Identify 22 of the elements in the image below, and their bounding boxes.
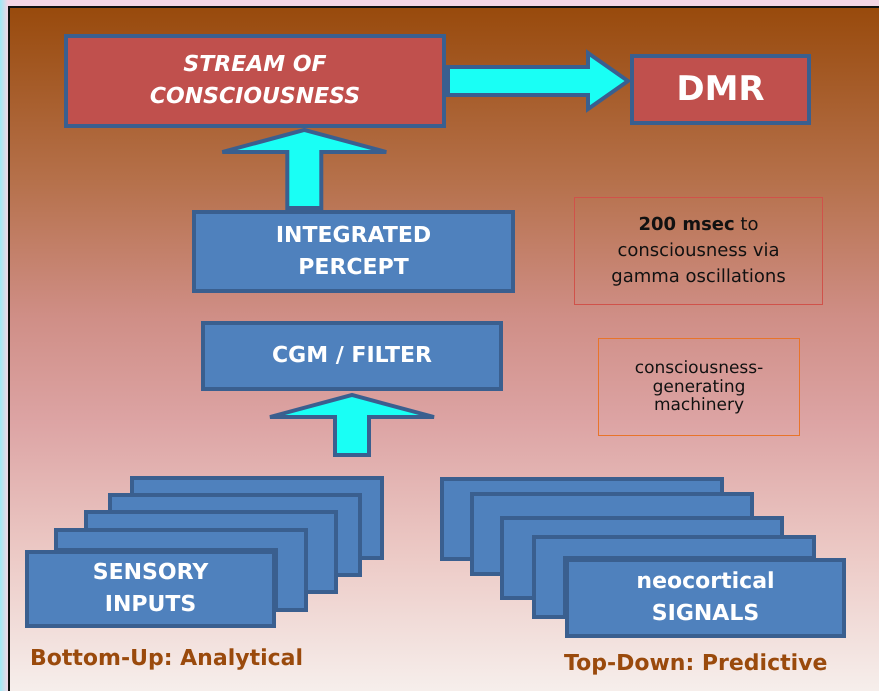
process-box: [201, 321, 503, 391]
process-box: [630, 54, 811, 125]
process-box: [565, 558, 846, 638]
caption-label: Bottom-Up: Analytical: [30, 646, 304, 671]
box-text: CGM / FILTER: [272, 342, 432, 370]
box-text: DMR: [676, 68, 765, 111]
box-text: 200 msec to consciousness via gamma oscillations: [610, 212, 787, 290]
stacked-box: [56, 530, 306, 610]
box-text: consciousness-generating machinery: [634, 358, 764, 416]
box-text: INTEGRATED PERCEPT: [274, 222, 432, 282]
box-text: SENSORY INPUTS: [92, 559, 210, 619]
process-box: [64, 34, 446, 128]
process-box: [25, 550, 276, 628]
box-text: neocortical SIGNALS: [635, 568, 776, 628]
note-box: [598, 338, 800, 436]
block-arrow: [446, 49, 632, 113]
caption-label: Top-Down: Predictive: [564, 651, 828, 676]
process-box: [192, 210, 515, 293]
note-box: [574, 197, 823, 305]
block-arrow: [220, 128, 388, 210]
box-text: STREAM OF CONSCIOUSNESS: [148, 51, 362, 111]
block-arrow: [268, 392, 436, 457]
